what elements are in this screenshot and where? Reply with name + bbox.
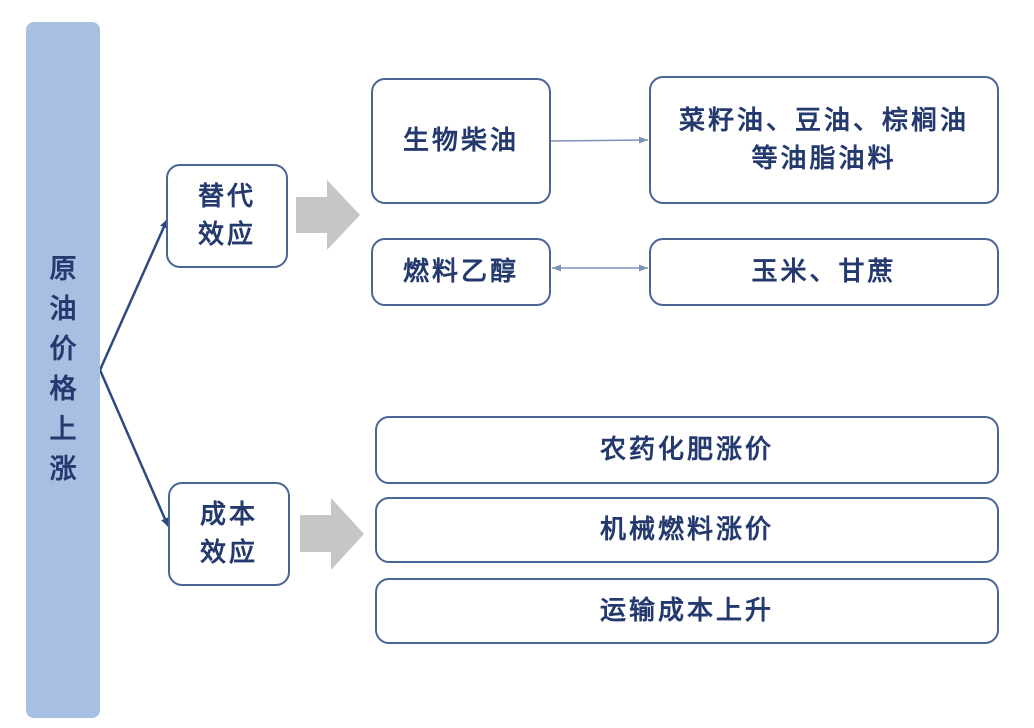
oilseed-node: 菜籽油、豆油、棕榈油等油脂油料 — [649, 76, 999, 204]
cost-effect-node: 成本效应 — [168, 482, 290, 586]
cost-item-3-label: 运输成本上升 — [599, 596, 774, 626]
cost-item-1: 农药化肥涨价 — [375, 416, 999, 484]
branch-arrow-substitution — [98, 219, 169, 371]
cost-item-3: 运输成本上升 — [375, 578, 999, 644]
cost-item-1-label: 农药化肥涨价 — [599, 435, 774, 465]
fuel-ethanol-label: 燃料乙醇 — [402, 257, 519, 287]
root-node: 原油价格上涨 — [26, 22, 100, 718]
corn-sugarcane-node: 玉米、甘蔗 — [649, 238, 999, 306]
cost-item-2-label: 机械燃料涨价 — [599, 515, 774, 545]
relation-arrow-biodiesel — [549, 136, 649, 144]
cost-item-2: 机械燃料涨价 — [375, 497, 999, 563]
root-label: 原油价格上涨 — [49, 254, 77, 485]
biodiesel-label: 生物柴油 — [402, 126, 519, 156]
corn-sugarcane-label: 玉米、甘蔗 — [751, 257, 897, 287]
cost-effect-label: 成本效应 — [199, 500, 258, 568]
substitution-effect-label: 替代效应 — [197, 182, 256, 250]
fuel-ethanol-node: 燃料乙醇 — [371, 238, 551, 306]
block-arrow-substitution — [296, 180, 360, 250]
substitution-effect-node: 替代效应 — [166, 164, 288, 268]
branch-arrow-cost — [98, 369, 170, 527]
oilseed-label: 菜籽油、豆油、棕榈油等油脂油料 — [678, 106, 969, 174]
block-arrow-cost — [300, 498, 364, 570]
biodiesel-node: 生物柴油 — [371, 78, 551, 204]
